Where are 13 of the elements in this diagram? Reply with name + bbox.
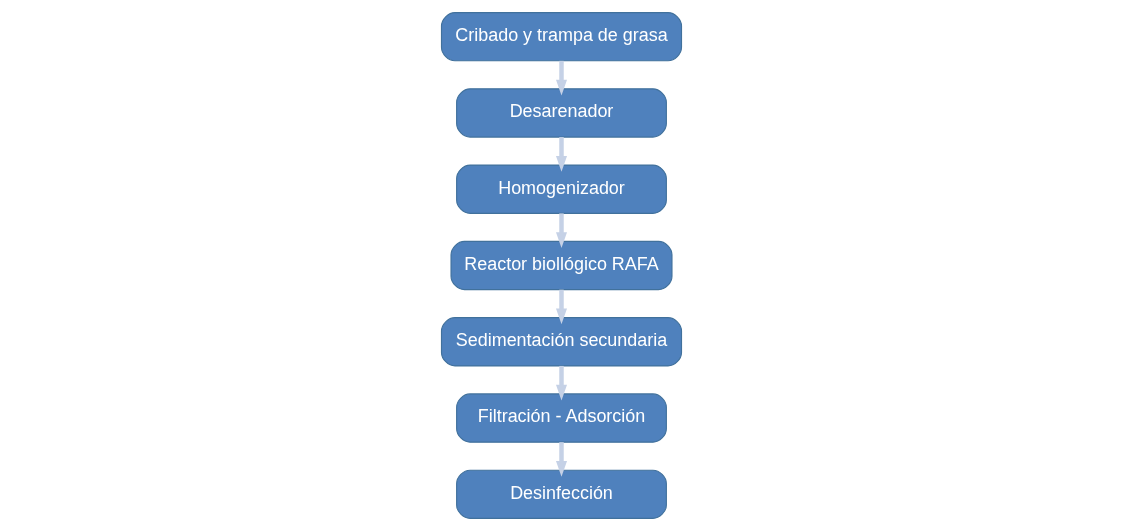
node-box: Homogenizador <box>455 164 667 214</box>
node-box: Sedimentación secundaria <box>440 317 682 367</box>
node-box: Desarenador <box>455 88 667 138</box>
arrow <box>555 137 567 172</box>
arrow <box>555 289 567 325</box>
node-box: Reactor biollógico RAFA <box>449 240 673 291</box>
arrow <box>555 365 567 401</box>
arrow <box>555 213 567 249</box>
node-box: Filtración - Adsorción <box>455 393 667 443</box>
arrow <box>555 442 567 477</box>
node-box: Cribado y trampa de grasa <box>440 12 682 62</box>
node-box: Desinfección <box>455 469 667 519</box>
arrow <box>555 60 567 96</box>
